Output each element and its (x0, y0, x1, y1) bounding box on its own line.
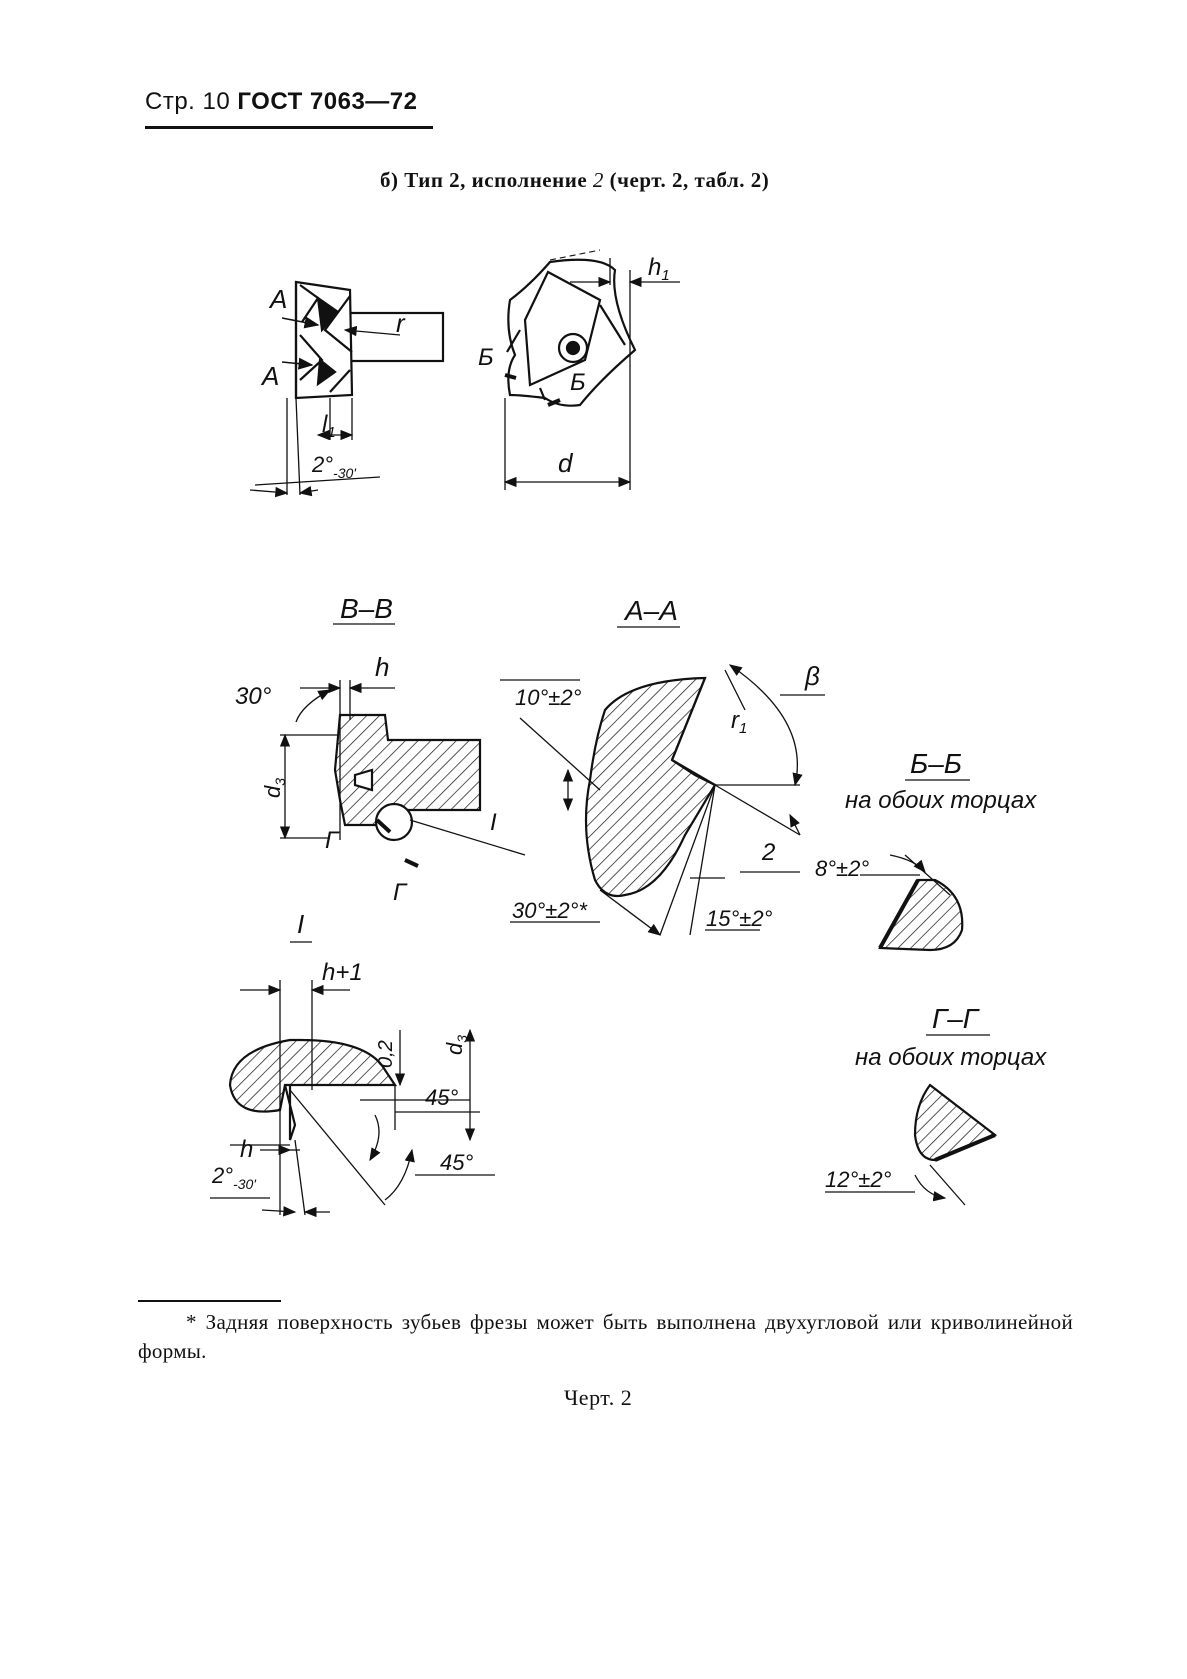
subtitle-variant: 2 (592, 168, 604, 192)
figure-caption: Черт. 2 (564, 1385, 633, 1410)
subtitle-suffix: (черт. 2, табл. 2) (603, 168, 770, 192)
label-detail-d3: d3 (442, 1035, 470, 1055)
label-h1-sub: 1 (661, 267, 669, 284)
section-vv-view (279, 680, 526, 868)
label-angle-2-30-main: 2° (311, 452, 333, 477)
figure-subtitle: б) Тип 2, исполнение 2 (черт. 2, табл. 2… (380, 168, 769, 193)
label-vv-angle-30: 30° (235, 683, 272, 710)
label-section-g-bottom: Г (393, 879, 408, 906)
label-section-g-top: Г (325, 827, 340, 854)
label-detail-angle-2-30: 2°-30' (211, 1163, 257, 1192)
label-detail-d3-main: d (442, 1042, 467, 1055)
label-bb-angle-8: 8°±2° (815, 856, 869, 881)
label-detail-h-plus-1: h+1 (322, 959, 363, 986)
cutter-front-view (503, 249, 680, 490)
title-section-gg: Г–Г (932, 1003, 980, 1034)
label-angle-2-30-tol: -30' (333, 465, 357, 481)
label-detail-0-2: 0,2 (375, 1040, 397, 1068)
label-diameter-d: d (558, 448, 574, 478)
label-l1: l1 (322, 411, 336, 441)
label-aa-angle-30: 30°±2°* (512, 898, 588, 923)
title-section-aa: А–А (623, 595, 678, 626)
label-aa-r1-sub: 1 (739, 720, 747, 737)
standard-number: ГОСТ 7063—72 (237, 88, 418, 115)
label-section-b-left: Б (478, 344, 494, 371)
page-number: Стр. 10 (145, 88, 231, 115)
label-h1-main: h (648, 254, 661, 281)
page-header: Стр. 10 ГОСТ 7063—72 (145, 88, 417, 116)
label-bb-both-ends: на обоих торцах (845, 787, 1037, 814)
header-rule (145, 126, 433, 129)
cutter-side-view (249, 280, 445, 498)
label-section-b-right: Б (570, 369, 586, 396)
detail-i-view (210, 980, 495, 1218)
label-detail-angle-2-30-tol: -30' (233, 1176, 257, 1192)
label-vv-d3-sub: 3 (272, 778, 288, 786)
label-aa-angle-10: 10°±2° (515, 685, 582, 710)
label-detail-angle-2-30-main: 2° (211, 1163, 233, 1188)
label-h1: h1 (648, 254, 670, 284)
title-section-bb: Б–Б (910, 748, 962, 779)
footnote-rule (138, 1300, 281, 1302)
label-aa-r1-main: r (731, 707, 740, 734)
footnote: * Задняя поверхность зубьев фрезы может … (138, 1310, 1073, 1363)
label-l1-main: l (322, 411, 328, 438)
title-section-vv: В–В (340, 593, 393, 624)
label-angle-2-30: 2°-30' (311, 452, 357, 481)
label-detail-h: h (240, 1136, 253, 1163)
label-aa-beta: β (804, 661, 820, 691)
label-detail-d3-sub: 3 (454, 1035, 470, 1043)
section-bb-view (860, 854, 964, 952)
label-gg-both-ends: на обоих торцах (855, 1044, 1047, 1071)
label-vv-d3-main: d (260, 785, 285, 798)
label-detail-angle-45-top: 45° (425, 1085, 458, 1110)
label-aa-angle-15: 15°±2° (706, 906, 773, 931)
section-gg-view (825, 1083, 998, 1206)
label-section-a-bottom: А (260, 361, 279, 391)
label-aa-dim-2: 2 (761, 839, 775, 866)
section-aa-view (500, 664, 825, 936)
label-vv-h: h (375, 652, 389, 682)
label-section-a-top: А (268, 284, 287, 314)
label-radius-r: r (396, 308, 406, 338)
title-detail-i: I (297, 909, 304, 939)
label-l1-sub: 1 (327, 424, 335, 441)
label-vv-d3: d3 (260, 778, 288, 798)
label-detail-angle-45-bottom: 45° (440, 1150, 473, 1175)
label-gg-angle-12: 12°±2° (825, 1167, 892, 1192)
subtitle-prefix: б) Тип 2, исполнение (380, 168, 593, 192)
label-detail-i-callout: I (490, 809, 497, 836)
label-aa-r1: r1 (731, 707, 747, 737)
